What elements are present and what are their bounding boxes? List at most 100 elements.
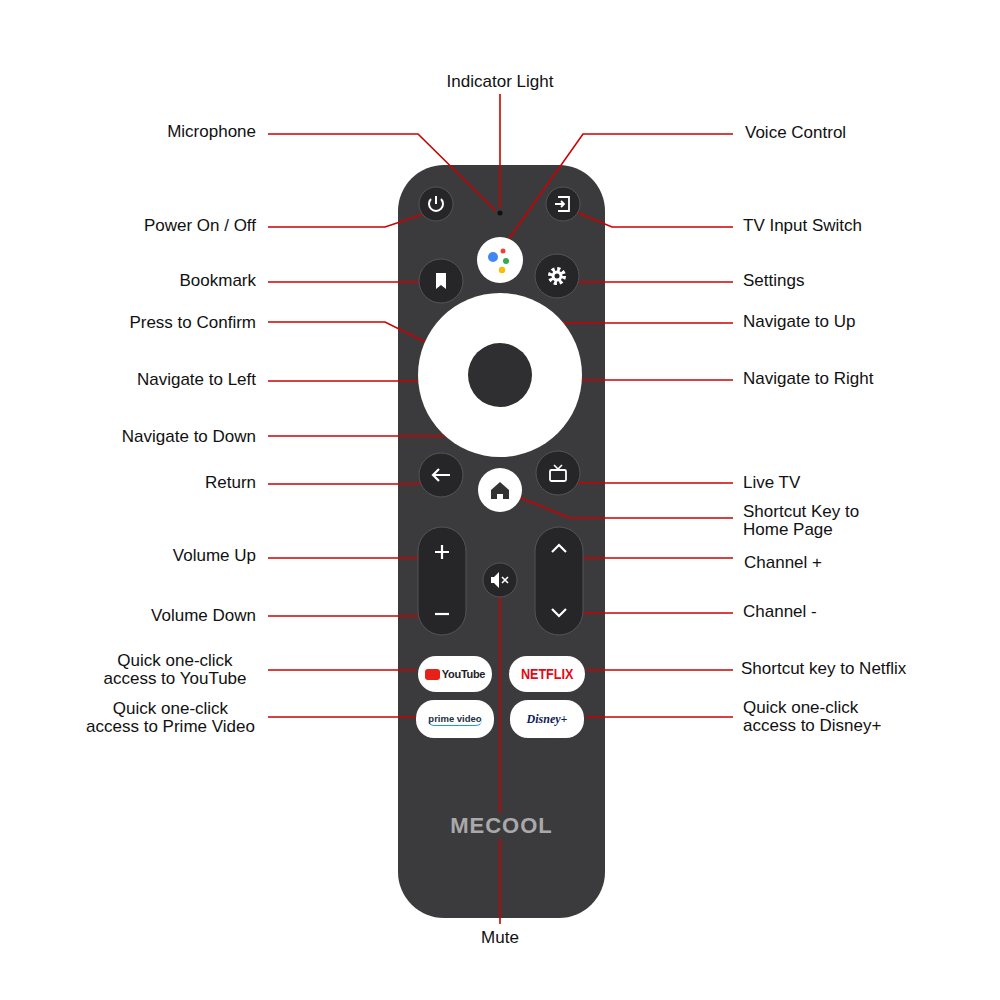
mute-button — [483, 563, 517, 597]
callout-label: Quick one-click access to Disney+ — [743, 699, 895, 735]
voice-button-part — [488, 252, 498, 262]
mute-button-part — [483, 563, 517, 597]
voice-button-part — [501, 249, 506, 254]
leader-lines-part — [572, 281, 733, 283]
callout-label: Settings — [743, 272, 804, 290]
leader-lines-part — [576, 212, 733, 227]
volume-rocker-part — [418, 527, 466, 635]
leader-lines-part — [268, 134, 496, 211]
mute-button-part — [502, 577, 508, 583]
live-tv-button — [536, 451, 580, 495]
leader-lines-part — [268, 380, 432, 382]
settings-button-part — [550, 269, 564, 283]
callout-label: Press to Confirm — [129, 314, 256, 332]
power-button-part — [435, 196, 437, 204]
leader-lines-part — [499, 590, 501, 924]
callout-label: Volume Down — [151, 607, 256, 625]
navigation-ring-part — [468, 343, 532, 407]
leader-lines-part — [564, 379, 733, 381]
callout-label: Return — [205, 474, 256, 492]
youtube-button: YouTube — [418, 656, 492, 692]
button-label: Disney+ — [527, 712, 568, 727]
settings-button-part — [552, 271, 563, 282]
callout-label: Indicator Light — [447, 73, 554, 91]
mute-button-part — [491, 572, 499, 588]
voice-button — [477, 237, 523, 283]
indicator-light-part — [498, 211, 503, 216]
prime-video-button: prime video — [416, 700, 493, 738]
bookmark-button — [419, 259, 463, 303]
callout-label: TV Input Switch — [743, 217, 862, 235]
input-button-part — [546, 187, 580, 221]
bookmark-button-part — [419, 259, 463, 303]
disney-plus-button: Disney+ — [510, 700, 584, 738]
voice-button-part — [477, 237, 523, 283]
return-button-part — [419, 453, 463, 497]
callout-label: Navigate to Right — [743, 370, 873, 388]
home-button — [478, 468, 522, 512]
voice-button-part — [499, 267, 505, 273]
leader-lines-part — [268, 716, 416, 718]
leader-lines-part — [586, 669, 733, 671]
leader-lines-part — [572, 482, 733, 484]
callout-label: Power On / Off — [144, 217, 256, 235]
channel-rocker-part — [552, 545, 566, 552]
leader-lines-part — [499, 94, 501, 208]
leader-lines-part — [268, 669, 416, 671]
leader-lines-part — [268, 281, 428, 283]
callout-label: Shortcut key to Netflix — [741, 660, 906, 678]
channel-rocker — [535, 527, 583, 635]
channel-rocker-part — [535, 527, 583, 635]
live-tv-button-part — [550, 470, 566, 481]
callout-label: Navigate to Left — [137, 371, 256, 389]
callout-label: Quick one-click access to YouTube — [94, 652, 256, 688]
indicator-light — [498, 211, 503, 216]
button-label: YouTube — [442, 668, 485, 680]
leader-lines-part — [268, 557, 441, 559]
power-button-part — [419, 187, 453, 221]
settings-button-part — [535, 254, 579, 298]
settings-button — [535, 254, 579, 298]
leader-lines-part — [506, 492, 733, 518]
netflix-button: NETFLIX — [509, 656, 586, 692]
settings-button-part — [555, 274, 560, 279]
button-label: NETFLIX — [521, 666, 574, 682]
power-button — [419, 187, 453, 221]
leader-lines — [268, 94, 733, 924]
navigation-ring — [418, 293, 582, 457]
leader-lines-part — [560, 557, 733, 559]
volume-rocker-part — [435, 545, 449, 559]
leader-lines-part — [506, 134, 733, 243]
input-button-part — [555, 201, 564, 207]
volume-rocker-part — [435, 613, 449, 615]
callout-label: Channel - — [743, 603, 817, 621]
callout-label: Microphone — [167, 123, 256, 141]
brand-logo: MECOOL — [444, 813, 559, 839]
volume-rocker — [418, 527, 466, 635]
live-tv-button-part — [536, 451, 580, 495]
leader-lines-part — [268, 615, 441, 617]
home-button-part — [478, 468, 522, 512]
channel-rocker-part — [552, 609, 566, 616]
callout-label: Quick one-click access to Prime Video — [85, 700, 256, 736]
live-tv-button-part — [554, 465, 562, 469]
return-button — [419, 453, 463, 497]
callout-label: Bookmark — [179, 272, 256, 290]
bookmark-button-part — [436, 273, 446, 289]
home-button-part — [491, 482, 509, 499]
remote-body-part — [398, 165, 605, 918]
remote-body — [398, 165, 605, 918]
callout-label: Channel + — [744, 554, 822, 572]
navigation-ring-part — [418, 293, 582, 457]
leader-lines-part — [586, 716, 733, 718]
leader-lines-part — [268, 214, 424, 227]
callout-label: Shortcut Key to Home Page — [743, 503, 883, 539]
callout-label: Navigate to Down — [122, 428, 256, 446]
voice-button-part — [503, 258, 509, 264]
callout-label: Volume Up — [173, 547, 256, 565]
remote-body: MECOOL YouTube NETFLIX prime video Disney+ — [398, 165, 605, 918]
callout-label: Voice Control — [745, 124, 846, 142]
leader-lines-part — [560, 612, 733, 614]
